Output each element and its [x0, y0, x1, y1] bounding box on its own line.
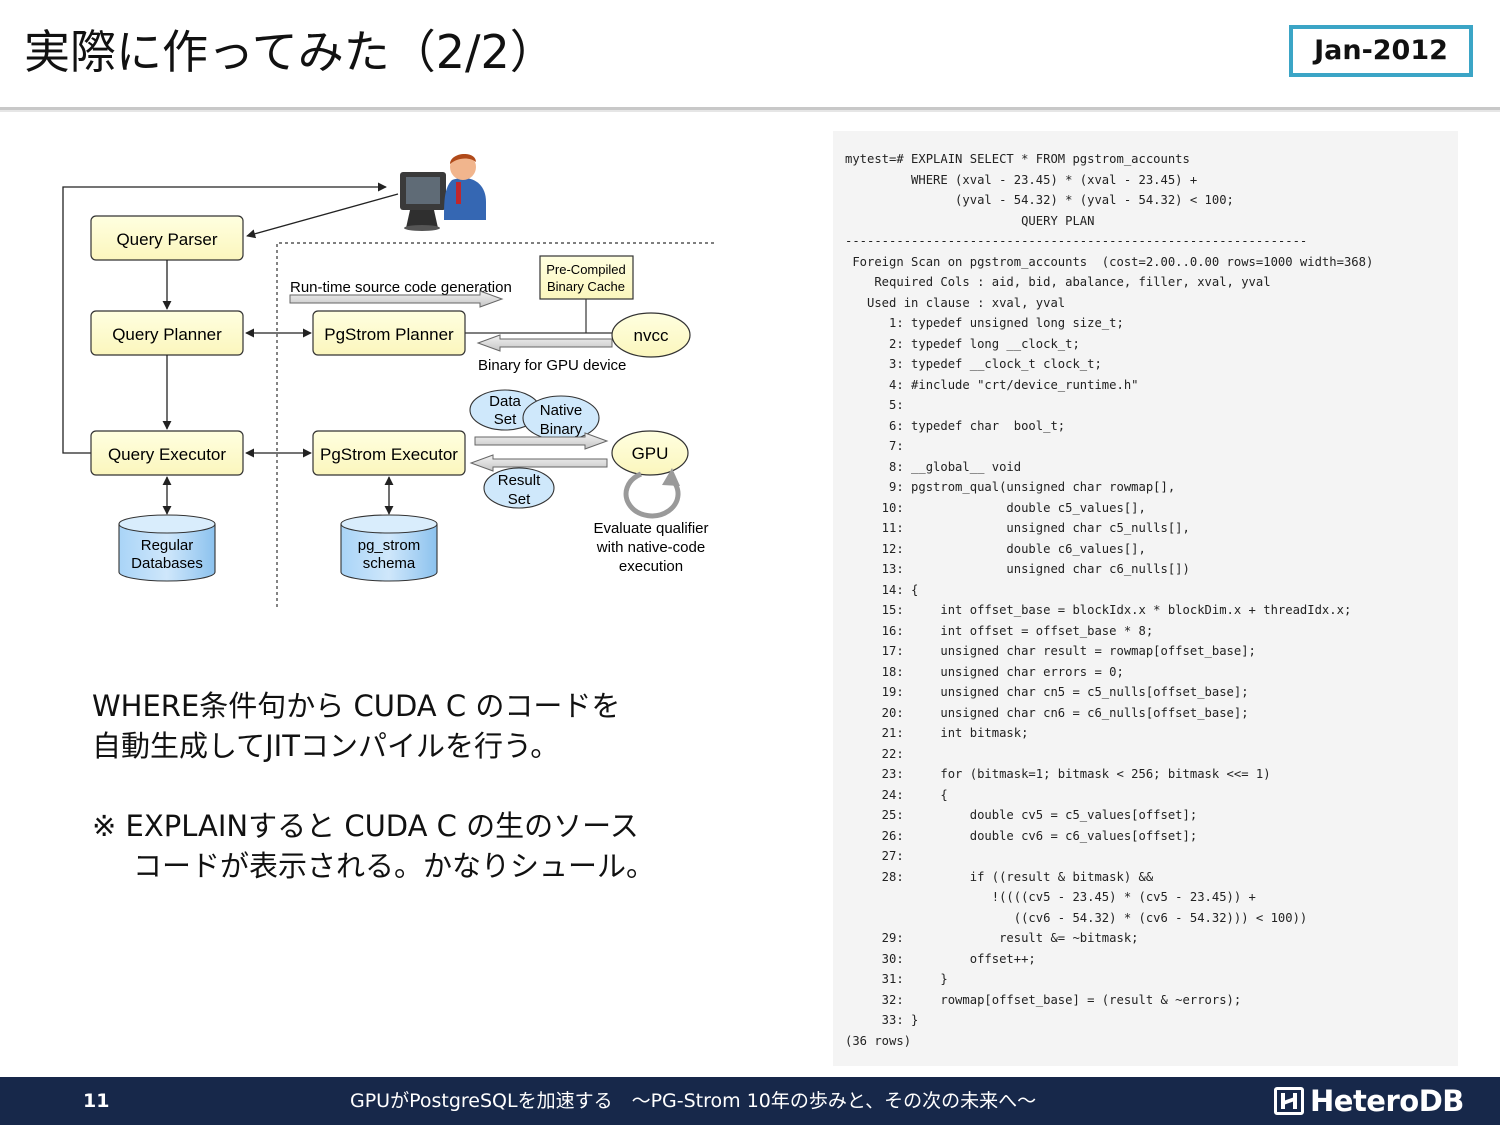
svg-text:Binary: Binary [540, 421, 583, 438]
svg-text:Query Executor: Query Executor [108, 445, 226, 464]
evaluate-label-line2: with native-code [596, 539, 705, 556]
data-set-bubble: Data Set [469, 389, 541, 431]
body-line-1: WHERE条件句から CUDA C のコードを [92, 689, 621, 723]
svg-text:Result: Result [498, 472, 541, 489]
svg-text:Set: Set [508, 491, 531, 508]
page-number: 11 [83, 1090, 110, 1112]
user-computer-icon [400, 153, 486, 231]
svg-text:schema: schema [363, 555, 416, 572]
brand-name: HeteroDB [1310, 1084, 1464, 1118]
explain-output-code: mytest=# EXPLAIN SELECT * FROM pgstrom_a… [845, 152, 1374, 1048]
pgstrom-executor-box: PgStrom Executor [312, 430, 466, 476]
title-divider [0, 107, 1500, 110]
svg-text:Query Planner: Query Planner [112, 325, 222, 344]
svg-text:PgStrom Executor: PgStrom Executor [320, 445, 458, 464]
svg-text:Binary Cache: Binary Cache [547, 279, 625, 294]
native-binary-bubble: Native Binary [522, 395, 600, 441]
svg-text:Databases: Databases [131, 555, 203, 572]
svg-text:nvcc: nvcc [634, 326, 669, 345]
footer-title: GPUがPostgreSQLを加速する ～PG-Strom 10年の歩みと、その… [350, 1090, 1037, 1112]
nvcc-node: nvcc [611, 312, 691, 358]
note-line-2: コードが表示される。かなりシュール。 [133, 849, 656, 883]
query-parser-box: Query Parser [90, 215, 244, 261]
regular-databases-cylinder: Regular Databases [118, 514, 216, 582]
svg-text:Pre-Compiled: Pre-Compiled [546, 262, 625, 277]
title-divider-shadow [0, 110, 1500, 112]
execution-loop-icon [623, 468, 681, 519]
date-badge: Jan-2012 [1289, 25, 1473, 77]
svg-text:Set: Set [494, 411, 517, 428]
architecture-diagram: Query Parser Query Planner Query Executo… [62, 153, 715, 607]
query-executor-box: Query Executor [90, 430, 244, 476]
pgstrom-schema-cylinder: pg_strom schema [340, 514, 438, 582]
precompiled-binary-cache-box: Pre-Compiled Binary Cache [539, 255, 634, 300]
explain-output-panel: mytest=# EXPLAIN SELECT * FROM pgstrom_a… [833, 131, 1458, 1066]
evaluate-label-line1: Evaluate qualifier [593, 520, 708, 537]
query-planner-box: Query Planner [90, 310, 244, 356]
svg-text:Native: Native [540, 402, 583, 419]
binary-gpu-label: Binary for GPU device [478, 357, 626, 374]
heterodb-logo-icon [1274, 1087, 1304, 1115]
gpu-node: GPU [611, 430, 689, 476]
note-line-1: ※ EXPLAINすると CUDA C の生のソース [92, 809, 639, 843]
svg-text:PgStrom Planner: PgStrom Planner [324, 325, 454, 344]
result-set-bubble: Result Set [483, 467, 555, 509]
svg-text:Query Parser: Query Parser [116, 230, 217, 249]
svg-text:pg_strom: pg_strom [358, 537, 421, 554]
runtime-generation-label: Run-time source code generation [290, 279, 512, 296]
evaluate-label-line3: execution [619, 558, 683, 575]
body-line-2: 自動生成してJITコンパイルを行う。 [92, 729, 560, 763]
pgstrom-planner-box: PgStrom Planner [312, 310, 466, 356]
footer-bar: 11 GPUがPostgreSQLを加速する ～PG-Strom 10年の歩みと… [0, 1077, 1500, 1125]
svg-text:Regular: Regular [141, 537, 194, 554]
brand-logo: HeteroDB [1274, 1084, 1464, 1118]
svg-text:GPU: GPU [632, 444, 669, 463]
svg-text:Data: Data [489, 393, 521, 410]
slide-title: 実際に作ってみた（2/2） [24, 25, 556, 79]
